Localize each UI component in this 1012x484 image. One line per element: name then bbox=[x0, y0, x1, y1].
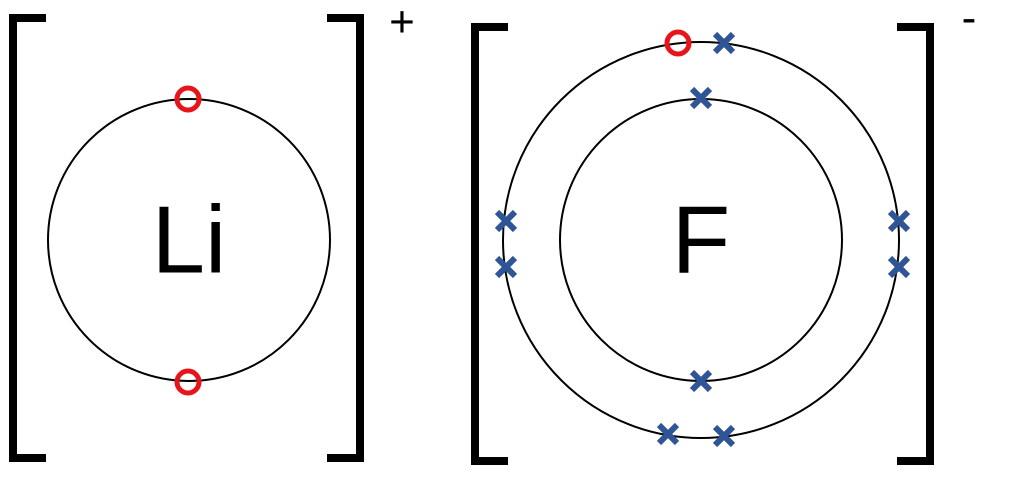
fluoride-electron-cross bbox=[887, 255, 911, 279]
lithium-ion: Li + bbox=[9, 0, 415, 462]
lithium-charge: + bbox=[389, 0, 415, 47]
fluoride-ion: F - bbox=[471, 0, 977, 465]
fluoride-electron-cross bbox=[712, 31, 736, 55]
lithium-left-bracket bbox=[9, 14, 46, 462]
lithium-right-bracket bbox=[327, 14, 364, 462]
fluoride-gained-electron-circle bbox=[664, 29, 692, 57]
lithium-shell-1 bbox=[47, 98, 331, 382]
fluoride-electron-cross bbox=[494, 209, 518, 233]
fluoride-right-bracket bbox=[897, 23, 934, 465]
fluoride-left-bracket bbox=[471, 23, 508, 465]
fluoride-electron-cross bbox=[656, 422, 680, 446]
fluoride-electron-cross bbox=[887, 209, 911, 233]
lithium-electron-circle bbox=[174, 368, 202, 396]
fluoride-charge: - bbox=[962, 0, 977, 43]
fluoride-electron-cross bbox=[494, 255, 518, 279]
lithium-electron-circle bbox=[174, 85, 202, 113]
fluoride-shell-2 bbox=[502, 41, 900, 439]
fluoride-electron-cross bbox=[689, 369, 713, 393]
fluoride-symbol: F bbox=[672, 187, 731, 294]
lithium-symbol: Li bbox=[152, 187, 227, 294]
fluoride-electron-cross bbox=[712, 424, 736, 448]
fluoride-electron-cross bbox=[689, 86, 713, 110]
